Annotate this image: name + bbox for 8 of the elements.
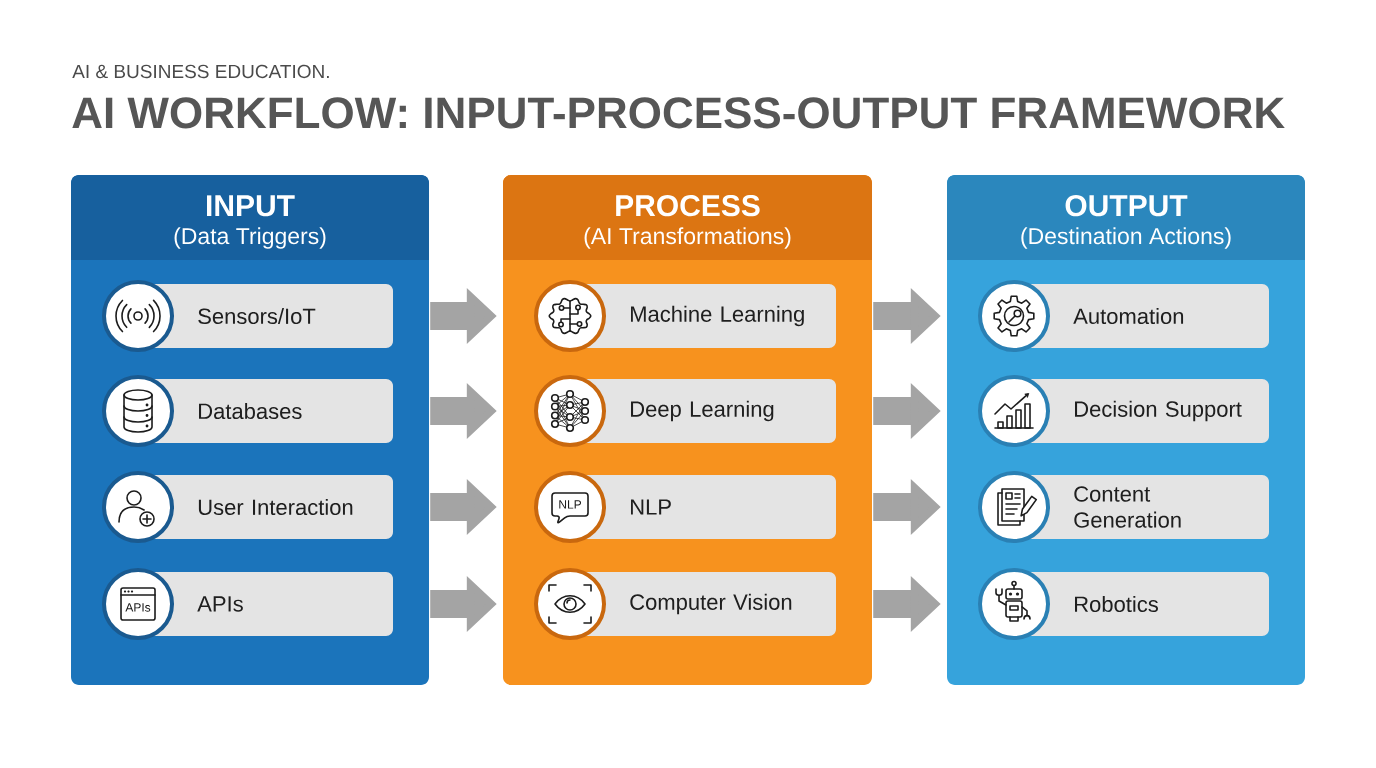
panel-heading: OUTPUT bbox=[1065, 195, 1188, 217]
panel-heading: PROCESS bbox=[616, 195, 760, 217]
panel-heading: INPUT bbox=[207, 195, 295, 217]
panel-subheading: (Destination Actions) bbox=[1021, 227, 1231, 249]
panel-subheading: (AI Transformations) bbox=[584, 227, 791, 249]
panel-subheading: (Data Triggers) bbox=[174, 227, 326, 249]
title: AI WORKFLOW: INPUT-PROCESS-OUTPUT FRAMEWORK bbox=[72, 97, 1285, 129]
tagline: AI & BUSINESS EDUCATION. bbox=[72, 64, 329, 79]
